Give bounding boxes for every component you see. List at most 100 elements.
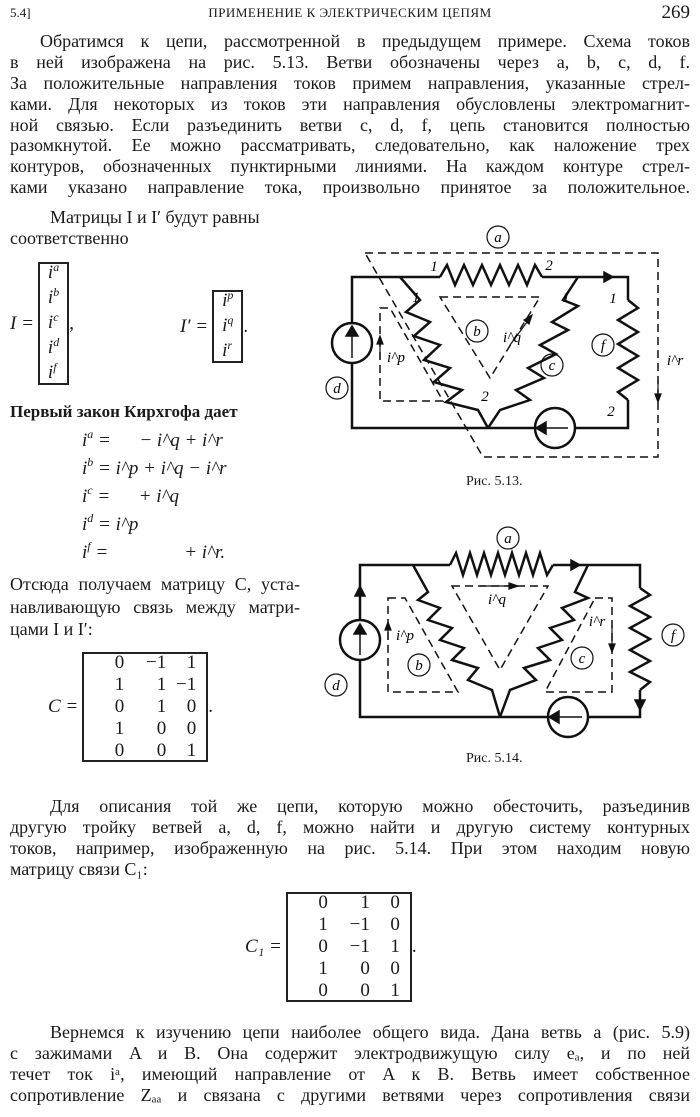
- equation-lhs-base: i: [82, 542, 88, 563]
- contour-q: [450, 585, 550, 672]
- matrix-cell: 1: [186, 652, 197, 673]
- terminal-label: 1: [430, 259, 438, 275]
- matrix-cell: 0: [186, 718, 197, 739]
- superscript: b: [53, 285, 60, 299]
- current-label-p: i^p: [387, 350, 405, 366]
- branch-label-b: b: [473, 324, 481, 340]
- terminal-label: 2: [607, 404, 615, 420]
- text-line: Обратимся к цепи, рассмотренной в предыд…: [40, 31, 690, 51]
- equation: if = + i^r.: [82, 539, 226, 565]
- matrix-cell: 0: [360, 980, 370, 1001]
- running-title: ПРИМЕНЕНИЕ К ЭЛЕКТРИЧЕСКИМ ЦЕПЯМ: [208, 5, 492, 20]
- matrix-cell: 1: [114, 718, 125, 739]
- matrix-cell: 0: [156, 718, 167, 739]
- text-line: соответственно: [10, 228, 129, 248]
- text-line: цами I и I′:: [10, 619, 93, 639]
- matrix-label: I =: [10, 312, 34, 334]
- matrix-cell: 1: [156, 674, 167, 695]
- superscript: q: [227, 313, 234, 327]
- terminal-label: 1: [609, 291, 617, 307]
- branch-label-f: f: [601, 338, 607, 354]
- terminal-label: 2: [545, 258, 553, 274]
- resistor-f: [627, 586, 653, 691]
- current-label-q: i^q: [503, 330, 521, 346]
- wire: [350, 275, 630, 430]
- superscript: c: [53, 310, 59, 324]
- matrix-cell: 0: [156, 740, 167, 761]
- matrix-cell: ip: [222, 288, 234, 311]
- text-line: другую тройку ветвей a, d, f, можно найт…: [10, 817, 690, 837]
- branch-label-d: d: [333, 381, 341, 397]
- equation: ic = + i^q: [82, 483, 179, 509]
- superscript: p: [227, 288, 234, 302]
- equation-lhs-superscript: a: [87, 427, 94, 441]
- contour-r: [364, 252, 659, 458]
- terminal-label: 2: [481, 389, 489, 405]
- matrix-cell: if: [47, 360, 57, 383]
- current-label-r: i^r: [589, 614, 605, 630]
- equation-rhs: = + i^r.: [95, 542, 226, 563]
- matrix-cell: 1: [390, 980, 400, 1001]
- matrix-cell: 0: [390, 958, 400, 979]
- equation-lhs-superscript: b: [87, 455, 94, 469]
- wire: [358, 563, 642, 719]
- text-line: навливающую связь между матри-: [10, 597, 300, 617]
- resistor-b: [411, 564, 502, 718]
- matrix-cell: 1: [318, 914, 328, 935]
- matrix-cell: 0: [114, 696, 125, 717]
- equation-rhs: = − i^q + i^r: [98, 430, 223, 451]
- matrix-suffix: .: [411, 936, 417, 957]
- matrix-cell: 0: [390, 914, 400, 935]
- text-line: матрицу связи C₁:: [10, 859, 148, 879]
- source-d: [338, 618, 382, 662]
- text-line: разомкнутой. Ее можно рассматривать, сле…: [10, 135, 690, 155]
- text-line: сопротивление Zₐₐ и связана с другими ве…: [10, 1085, 690, 1105]
- matrix-cell: iq: [222, 313, 234, 336]
- equation-lhs-superscript: c: [87, 483, 93, 497]
- matrix-cell: −1: [146, 652, 167, 673]
- matrix-cell: 0: [390, 892, 400, 913]
- equation: ib = i^p + i^q − i^r: [82, 455, 227, 481]
- text-line: в ней изображена на рис. 5.13. Ветви обо…: [10, 52, 690, 72]
- superscript: a: [53, 260, 60, 274]
- branch-label-d: d: [332, 678, 340, 694]
- equation-rhs: = i^p + i^q − i^r: [98, 458, 227, 479]
- text-line: с зажимами A и B. Она содержит электродв…: [10, 1043, 690, 1063]
- figure-caption-5-14: Рис. 5.14.: [466, 751, 523, 766]
- text-line: ками. Для некоторых из токов эти направл…: [10, 94, 690, 114]
- contour-r: [543, 597, 613, 693]
- resistor-f: [615, 299, 641, 401]
- matrix-cell: ic: [47, 310, 59, 333]
- terminal-label: 1: [562, 290, 570, 306]
- matrix-cell: 0: [114, 740, 125, 761]
- resistor-a: [448, 548, 555, 580]
- text-line: течет ток iᵃ, имеющий направление от A к…: [10, 1064, 690, 1084]
- equation-lhs-base: i: [82, 514, 88, 535]
- matrix-cell: 0: [318, 936, 328, 957]
- equation: ia = − i^q + i^r: [82, 427, 223, 453]
- matrix-suffix: ,: [69, 312, 74, 334]
- superscript: d: [53, 335, 60, 349]
- contour-p: [379, 307, 445, 402]
- matrix-label: I′ =: [180, 315, 209, 337]
- text-line: ной связью. Если разъединить ветви c, d,…: [10, 115, 690, 135]
- text-line: Вернемся к изучению цепи наиболее общего…: [50, 1022, 690, 1042]
- kirchhoff-intro: Первый закон Кирхгофа дает: [10, 402, 238, 421]
- matrix-suffix: .: [243, 315, 249, 337]
- branch-label-f: f: [671, 628, 677, 644]
- text-line: Матрицы I и I′ будут равны: [50, 207, 260, 227]
- matrix-label: C₁ =: [245, 936, 282, 957]
- current-label-p: i^p: [396, 628, 414, 644]
- matrix-cell: 1: [156, 696, 167, 717]
- text-line: токов, например, изображенную на рис. 5.…: [10, 838, 690, 858]
- matrix-cell: 1: [360, 892, 370, 913]
- equation-lhs-base: i: [82, 430, 88, 451]
- branch-label-c: c: [549, 358, 556, 374]
